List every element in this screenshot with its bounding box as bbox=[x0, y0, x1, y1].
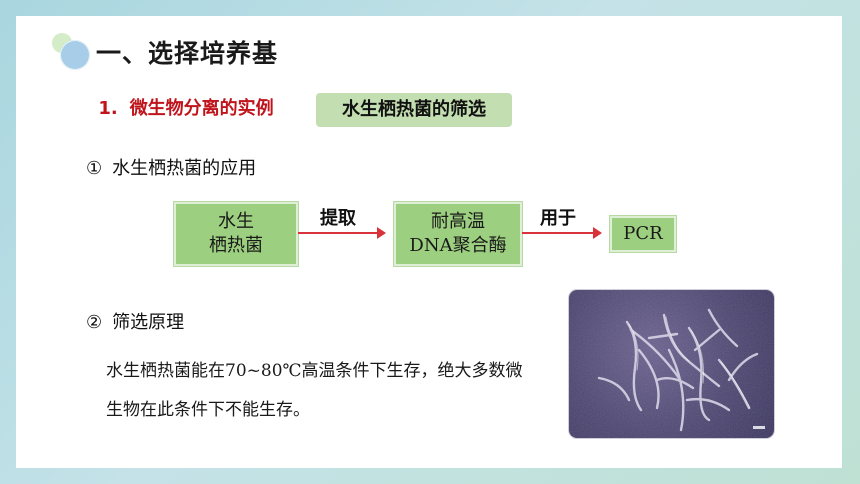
section-number: 1. bbox=[98, 98, 118, 119]
decorative-circle-icon bbox=[60, 40, 90, 70]
flow-box-bacteria: 水生 栖热菌 bbox=[174, 202, 298, 266]
circled-number-1: ① bbox=[86, 158, 103, 179]
flow-box-line: 耐高温 bbox=[431, 211, 485, 232]
flow-arrow-extract bbox=[298, 227, 386, 239]
section-label: 微生物分离的实例 bbox=[129, 98, 274, 119]
micrograph-drawing bbox=[569, 290, 774, 438]
subsection-label: 水生栖热菌的应用 bbox=[112, 158, 257, 179]
principle-paragraph: 水生栖热菌能在70~80℃高温条件下生存，绝大多数微生物在此条件下不能生存。 bbox=[106, 361, 523, 420]
subsection-heading-1: ① 水生栖热菌的应用 bbox=[86, 154, 256, 180]
flow-arrow-label: 用于 bbox=[540, 208, 576, 229]
topic-tag: 水生栖热菌的筛选 bbox=[316, 93, 512, 127]
bacteria-micrograph bbox=[569, 290, 774, 438]
flow-box-line: 栖热菌 bbox=[209, 235, 263, 256]
flow-box-pcr: PCR bbox=[610, 216, 676, 252]
circled-number-2: ② bbox=[86, 312, 103, 333]
flow-box-line: DNA聚合酶 bbox=[409, 235, 507, 256]
section-heading: 1. 微生物分离的实例 bbox=[88, 97, 284, 121]
flow-arrow-label: 提取 bbox=[320, 208, 356, 229]
flow-box-line: 水生 bbox=[218, 211, 254, 232]
subsection-heading-2: ② 筛选原理 bbox=[86, 308, 184, 334]
flow-arrow-use bbox=[522, 227, 602, 239]
page-title: 一、选择培养基 bbox=[96, 39, 279, 68]
flow-box-polymerase: 耐高温 DNA聚合酶 bbox=[394, 202, 522, 266]
subsection-label: 筛选原理 bbox=[112, 312, 185, 333]
